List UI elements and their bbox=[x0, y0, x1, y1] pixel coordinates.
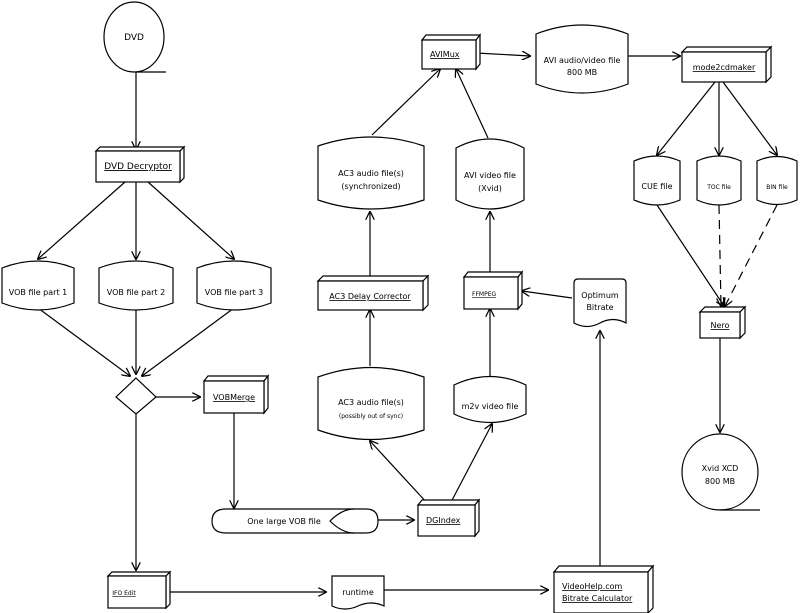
node-videohelp-label-1: VideoHelp.com bbox=[562, 582, 622, 591]
edge-cue-to-nero bbox=[656, 204, 724, 306]
node-dgindex: DGIndex bbox=[416, 498, 481, 538]
node-ac3-out-of-sync-label-1: AC3 audio file(s) bbox=[338, 398, 404, 407]
node-vob-part-3: VOB file part 3 bbox=[196, 260, 272, 311]
node-ifo-edit: IFO Edit bbox=[106, 570, 172, 610]
edges bbox=[38, 53, 777, 592]
edge-bin-to-nero bbox=[725, 204, 778, 306]
node-ac3-out-of-sync: AC3 audio file(s) (possibly out of sync) bbox=[317, 366, 425, 441]
node-runtime-label: runtime bbox=[342, 588, 374, 597]
node-vob-part-2-label: VOB file part 2 bbox=[107, 288, 165, 297]
node-dgindex-label: DGIndex bbox=[426, 516, 461, 525]
node-vobmerge-label: VOBMerge bbox=[213, 393, 255, 402]
node-videohelp-calculator: VideoHelp.com Bitrate Calculator bbox=[552, 564, 655, 613]
node-avi-video-label-1: AVI video file bbox=[464, 171, 516, 180]
node-ac3-delay-corrector: AC3 Delay Corrector bbox=[316, 274, 430, 312]
node-vob-part-1-label: VOB file part 1 bbox=[9, 288, 67, 297]
node-dvd-decryptor-label: DVD Decryptor bbox=[104, 162, 172, 172]
node-runtime: runtime bbox=[331, 575, 385, 610]
edge-dgindex-to-m2v bbox=[449, 424, 492, 505]
node-ffmpeg-label: FFMPEG bbox=[472, 291, 496, 298]
node-toc-file-label: TOC file bbox=[706, 184, 731, 191]
node-avi-video: AVI video file (Xvid) bbox=[455, 138, 525, 210]
node-m2v-video: m2v video file bbox=[453, 376, 527, 423]
node-optimum-label-2: Bitrate bbox=[586, 303, 613, 312]
node-optimum-bitrate: Optimum Bitrate bbox=[573, 278, 627, 328]
node-ac3-synchronized-label-2: (synchronized) bbox=[341, 182, 400, 191]
node-xvid-xcd-label-1: Xvid XCD bbox=[702, 464, 739, 473]
node-nero: Nero bbox=[698, 305, 747, 340]
node-videohelp-label-2: Bitrate Calculator bbox=[562, 594, 633, 603]
node-cue-file: CUE file bbox=[633, 155, 681, 206]
edge-avivideo-to-avimux bbox=[456, 69, 489, 139]
node-ac3-delay-corrector-label: AC3 Delay Corrector bbox=[329, 292, 411, 301]
node-dvd: DVD bbox=[103, 1, 166, 73]
node-nero-label: Nero bbox=[711, 321, 730, 330]
node-ffmpeg: FFMPEG bbox=[462, 270, 524, 311]
edge-decryptor-to-vob3 bbox=[147, 181, 234, 259]
node-bin-file-label: BIN file bbox=[766, 184, 788, 191]
node-avi-audio-video: AVI audio/video file 800 MB bbox=[535, 24, 629, 94]
edge-ac3sync-to-avimux bbox=[371, 69, 440, 136]
node-bin-file: BIN file bbox=[756, 155, 798, 206]
edge-dgindex-to-ac3oos bbox=[370, 441, 429, 505]
node-xvid-xcd-label-2: 800 MB bbox=[705, 477, 735, 486]
node-avi-audio-video-label-2: 800 MB bbox=[567, 68, 597, 77]
edge-optimum-to-ffmpeg bbox=[522, 291, 573, 299]
node-optimum-label-1: Optimum bbox=[581, 291, 619, 300]
edge-vob1-to-decision bbox=[37, 307, 130, 376]
node-vob-part-1: VOB file part 1 bbox=[1, 260, 75, 311]
edge-mode2cdmaker-to-cue bbox=[657, 81, 716, 155]
node-ac3-synchronized: AC3 audio file(s) (synchronized) bbox=[317, 136, 425, 210]
edge-decryptor-to-vob1 bbox=[38, 181, 126, 259]
node-avi-audio-video-label-1: AVI audio/video file bbox=[544, 56, 621, 65]
node-mode2cdmaker-label: mode2cdmaker bbox=[693, 63, 756, 72]
node-avi-video-label-2: (Xvid) bbox=[478, 184, 502, 193]
edge-toc-to-nero bbox=[719, 204, 721, 306]
node-xvid-xcd: Xvid XCD 800 MB bbox=[681, 433, 760, 511]
node-cue-file-label: CUE file bbox=[641, 182, 672, 191]
node-one-large-vob: One large VOB file bbox=[211, 508, 379, 534]
node-ac3-synchronized-label-1: AC3 audio file(s) bbox=[338, 169, 404, 178]
node-m2v-video-label: m2v video file bbox=[462, 402, 519, 411]
node-dvd-decryptor: DVD Decryptor bbox=[94, 145, 186, 184]
node-avimux: AVIMux bbox=[420, 33, 482, 71]
node-ac3-out-of-sync-label-2: (possibly out of sync) bbox=[339, 413, 403, 420]
node-avimux-label: AVIMux bbox=[430, 50, 460, 59]
edge-mode2cdmaker-to-bin bbox=[722, 81, 777, 155]
node-toc-file: TOC file bbox=[696, 155, 742, 206]
node-dvd-label: DVD bbox=[124, 33, 144, 43]
node-ifo-edit-label: IFO Edit bbox=[112, 590, 136, 597]
edge-vob3-to-decision bbox=[142, 307, 235, 376]
node-vob-part-2: VOB file part 2 bbox=[98, 260, 174, 311]
node-one-large-vob-label: One large VOB file bbox=[247, 517, 321, 526]
node-mode2cdmaker: mode2cdmaker bbox=[680, 45, 773, 84]
node-vob-part-3-label: VOB file part 3 bbox=[205, 288, 263, 297]
node-vobmerge: VOBMerge bbox=[202, 374, 270, 415]
edge-avimux-to-aviav bbox=[475, 53, 530, 56]
node-decision-diamond bbox=[115, 377, 157, 415]
